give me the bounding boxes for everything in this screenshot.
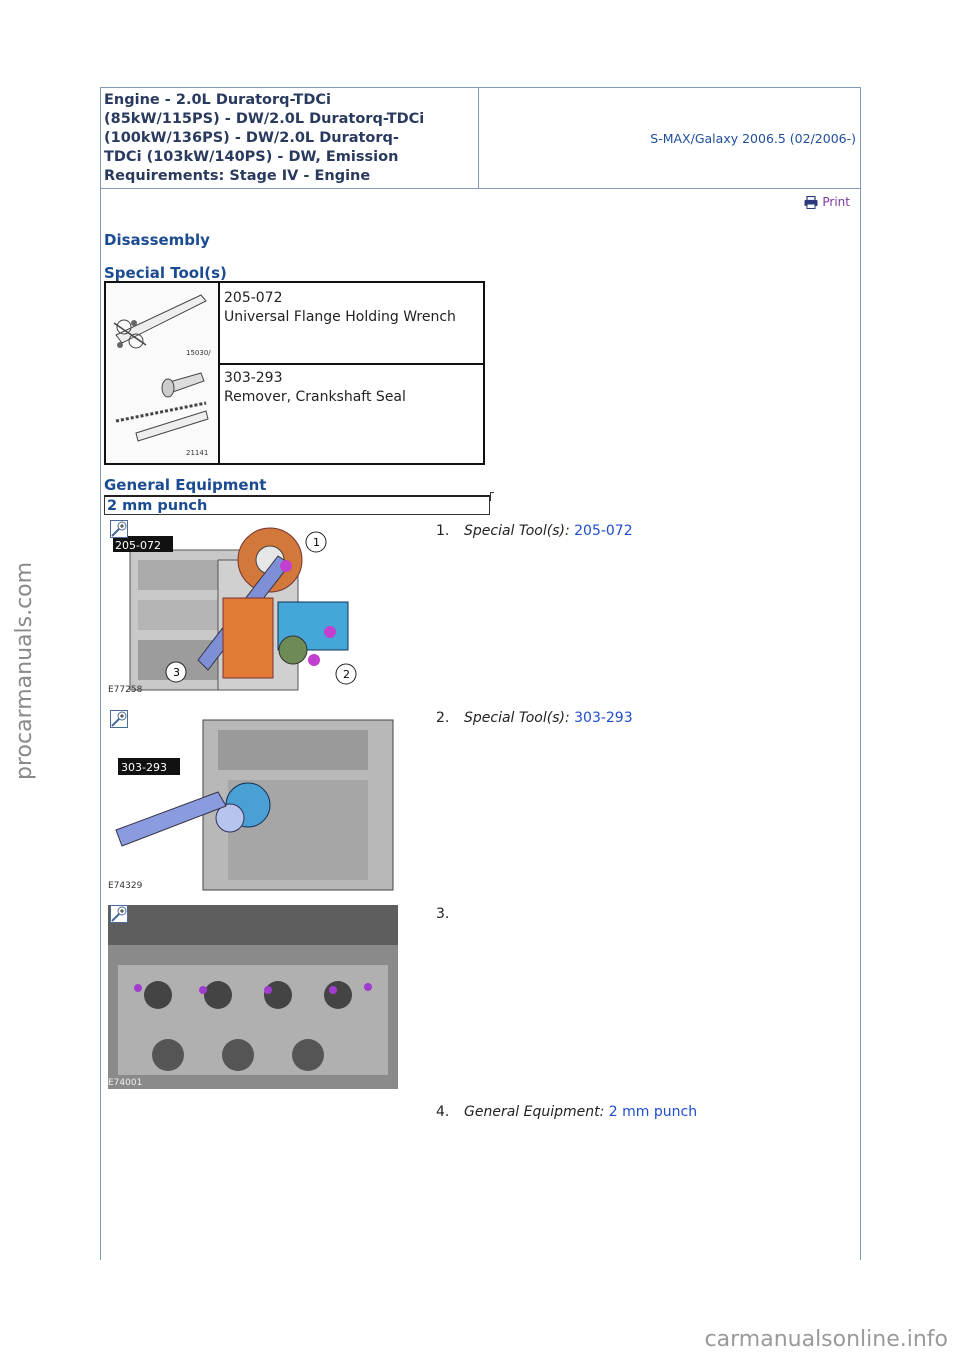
figure-step-2[interactable]: 303-293 E74329	[108, 710, 400, 892]
general-equipment-heading: General Equipment	[104, 476, 267, 494]
tool-row: 21141 303-293 Remover, Crankshaft Seal	[106, 363, 483, 463]
figure-step-3[interactable]: E74001	[108, 905, 398, 1089]
step-number: 1.	[436, 523, 450, 539]
tool-image-label: 15030/	[186, 349, 211, 357]
title-line: (85kW/115PS) - DW/2.0L Duratorq-TDCi	[104, 111, 425, 127]
page-title: Engine - 2.0L Duratorq-TDCi (85kW/115PS)…	[104, 91, 472, 186]
table-edge	[490, 492, 494, 501]
step-4: 4. General Equipment: 2 mm punch	[436, 1104, 697, 1120]
tool-name: Universal Flange Holding Wrench	[224, 309, 456, 325]
header-divider	[478, 87, 479, 188]
special-tools-table: 15030/ 205-072 Universal Flange Holding …	[104, 281, 485, 465]
step-3: 3.	[436, 906, 464, 922]
tool-code: 205-072	[224, 290, 283, 306]
printer-icon	[804, 195, 818, 209]
crankshaft-seal-illustration: 303-293 E74329	[108, 719, 394, 891]
seal-remover-illustration: 21141	[115, 372, 209, 457]
figure-code: E74001	[108, 1078, 142, 1088]
tool-image: 21141	[106, 363, 220, 463]
step-label: General Equipment:	[464, 1104, 605, 1120]
step-link[interactable]: 2 mm punch	[608, 1104, 698, 1120]
tool-image-label: 21141	[186, 449, 208, 457]
special-tools-heading: Special Tool(s)	[104, 264, 227, 282]
zoom-icon[interactable]	[110, 905, 128, 923]
print-button[interactable]: Print	[804, 195, 850, 209]
footer-watermark: carmanualsonline.info	[704, 1327, 948, 1352]
title-line: Requirements: Stage IV - Engine	[104, 168, 371, 184]
zoom-icon[interactable]	[110, 710, 128, 728]
step-label: Special Tool(s):	[464, 710, 570, 726]
step-link[interactable]: 205-072	[574, 523, 633, 539]
step-number: 4.	[436, 1104, 450, 1120]
cylinder-head-illustration: E74001	[108, 905, 398, 1089]
content-frame	[100, 87, 861, 1260]
model-label: S-MAX/Galaxy 2006.5 (02/2006-)	[650, 131, 856, 146]
tool-image: 15030/	[106, 283, 220, 363]
step-label: Special Tool(s):	[464, 523, 570, 539]
figure-code: E74329	[108, 881, 143, 891]
step-1: 1. Special Tool(s): 205-072	[436, 523, 633, 539]
svg-text:2: 2	[343, 668, 350, 681]
figure-code: E77258	[108, 685, 143, 695]
print-label: Print	[822, 195, 850, 209]
tool-text: 205-072 Universal Flange Holding Wrench	[224, 289, 456, 327]
tool-row: 15030/ 205-072 Universal Flange Holding …	[106, 283, 483, 365]
step-number: 2.	[436, 710, 450, 726]
figure-callout: 303-293	[121, 761, 167, 774]
section-title: Disassembly	[104, 231, 210, 249]
step-number: 3.	[436, 906, 450, 922]
figure-callout: 205-072	[115, 539, 161, 552]
step-link[interactable]: 303-293	[574, 710, 633, 726]
svg-text:1: 1	[313, 536, 320, 549]
title-line: Engine - 2.0L Duratorq-TDCi	[104, 92, 331, 108]
tool-text: 303-293 Remover, Crankshaft Seal	[224, 369, 406, 407]
equipment-item: 2 mm punch	[104, 495, 490, 515]
zoom-icon[interactable]	[110, 520, 128, 538]
side-watermark: procarmanuals.com	[12, 561, 37, 780]
title-line: TDCi (103kW/140PS) - DW, Emission	[104, 149, 399, 165]
step-2: 2. Special Tool(s): 303-293	[436, 710, 633, 726]
flange-wrench-illustration: 15030/	[113, 294, 211, 357]
tool-code: 303-293	[224, 370, 283, 386]
header-divider	[100, 188, 860, 189]
svg-text:3: 3	[173, 666, 180, 679]
title-line: (100kW/136PS) - DW/2.0L Duratorq-	[104, 130, 399, 146]
tool-name: Remover, Crankshaft Seal	[224, 389, 406, 405]
engine-timing-illustration: 1 2 3 205-072 E77258	[108, 527, 357, 695]
figure-step-1[interactable]: 1 2 3 205-072 E77258	[108, 520, 408, 696]
